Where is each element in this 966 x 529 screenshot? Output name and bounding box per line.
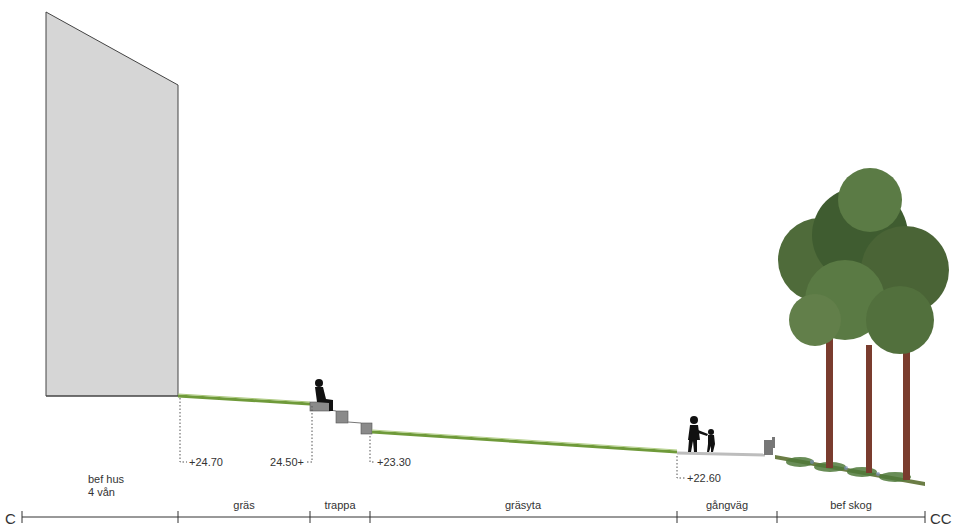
footpath xyxy=(677,453,765,455)
existing-building xyxy=(46,12,178,396)
stair-tread xyxy=(330,410,361,423)
tree-canopies xyxy=(778,168,949,354)
section-part-label: bef skog xyxy=(830,499,872,512)
grass-strip xyxy=(178,396,310,404)
flowers xyxy=(810,460,910,480)
elevation-label: 24.50+ xyxy=(270,456,304,469)
section-scale xyxy=(22,511,925,523)
elevation-label: +22.60 xyxy=(687,472,721,485)
stair xyxy=(310,402,372,434)
forest-ground xyxy=(775,455,925,486)
elevation-label: +23.30 xyxy=(377,456,411,469)
elevation-leaders xyxy=(180,398,685,478)
section-part-label: bef hus 4 vån xyxy=(88,473,132,499)
section-part-label: trappa xyxy=(324,499,355,512)
section-mark: C xyxy=(5,510,16,527)
section-part-label: gräs xyxy=(233,499,254,512)
section-part-label: gångväg xyxy=(706,499,748,512)
lawn-strip xyxy=(372,432,677,452)
sitting-person xyxy=(315,379,333,411)
section-mark: CC xyxy=(930,510,952,527)
ground-line xyxy=(46,396,178,397)
lawn-highlight xyxy=(372,430,677,450)
elevation-label: +24.70 xyxy=(189,456,223,469)
section-part-label: gräsyta xyxy=(505,499,541,512)
shrubs xyxy=(786,457,911,482)
bench xyxy=(764,437,775,455)
walking-people xyxy=(688,416,715,452)
grass-highlight xyxy=(178,394,310,402)
